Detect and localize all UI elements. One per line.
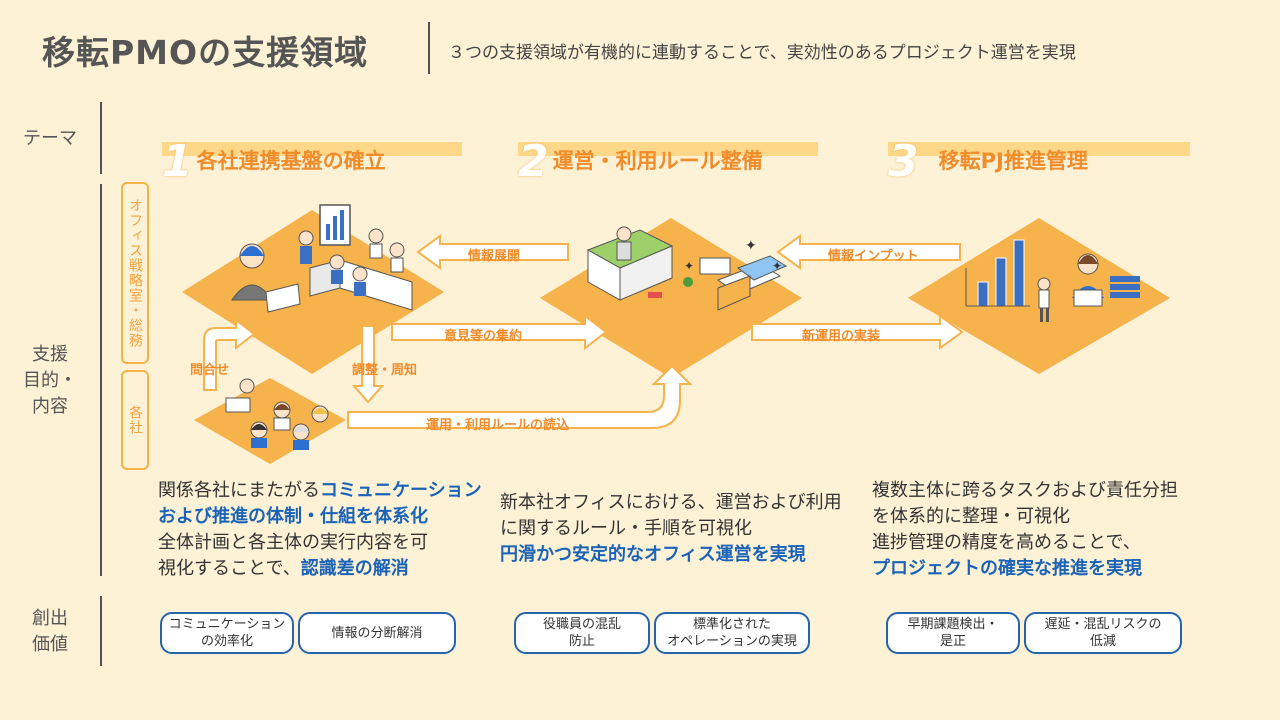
value-pill-confusion-prevention: 役職員の混乱防止	[514, 612, 650, 654]
tag-companies: 各社	[121, 370, 149, 470]
svg-text:✦: ✦	[745, 238, 757, 254]
office-furniture-illustration: ✦ ✦ ✦	[586, 226, 788, 311]
office-meeting-illustration	[231, 204, 413, 313]
arrow-info-input	[776, 234, 961, 270]
row-divider-value	[100, 596, 102, 666]
label-collect-opinions: 意見等の集約	[444, 329, 523, 344]
label-rule-reading: 運用・利用ルールの読込	[426, 418, 570, 433]
diamond-rules-platform	[540, 218, 802, 378]
value-pill-risk-reduction: 遅延・混乱リスクの低減	[1024, 612, 1182, 654]
description-2: 新本社オフィスにおける、運営および利用 に関するルール・手順を可視化 円滑かつ安…	[500, 492, 842, 565]
svg-text:✦: ✦	[684, 259, 694, 273]
title-divider	[428, 22, 430, 74]
label-info-input: 情報インプット	[828, 249, 919, 264]
page-subtitle: ３つの支援領域が有機的に連動することで、実効性のあるプロジェクト運営を実現	[448, 43, 1076, 63]
companies-meeting-illustration	[225, 378, 329, 450]
arrow-new-operation	[751, 314, 964, 350]
label-new-operation: 新運用の実装	[802, 329, 881, 344]
value-pill-standard-operation: 標準化されたオペレーションの実現	[654, 612, 810, 654]
description-3: 複数主体に跨るタスクおよび責任分担 を体系的に整理・可視化 進捗管理の精度を高め…	[872, 480, 1178, 579]
row-divider-purpose	[100, 184, 102, 576]
row-label-purpose: 支援目的・内容	[23, 344, 77, 417]
arrow-inquiry	[203, 317, 256, 391]
arrow-info-deploy	[416, 234, 569, 270]
label-adjust-notify: 調整・周知	[352, 363, 418, 378]
tag-office-strategy: オフィス戦略室・総務	[121, 182, 149, 364]
svg-text:✦: ✦	[772, 259, 782, 273]
label-info-deploy: 情報展開	[468, 249, 521, 264]
arrow-collect-opinions	[391, 313, 608, 351]
row-label-theme: テーマ	[23, 128, 77, 149]
arrow-rule-reading	[347, 364, 693, 429]
row-label-value: 創出価値	[32, 608, 68, 655]
pj-management-illustration	[965, 239, 1140, 322]
value-pill-early-detection: 早期課題検出・是正	[886, 612, 1020, 654]
flow-arrows	[203, 234, 964, 429]
arrow-adjust-notify	[351, 325, 385, 404]
value-pill-comm-efficiency: コミュニケーションの効率化	[160, 612, 294, 654]
label-inquiry: 問合せ	[190, 363, 230, 378]
value-pill-info-silo: 情報の分断解消	[298, 612, 456, 654]
support-flow-diagram: ✦ ✦ ✦	[182, 204, 1170, 464]
description-1: 関係各社にまたがるコミュニケーション および推進の体制・仕組を体系化 全体計画と…	[158, 480, 482, 579]
row-divider-theme	[100, 102, 102, 174]
page-title: 移転PMOの支援領域	[42, 33, 369, 72]
